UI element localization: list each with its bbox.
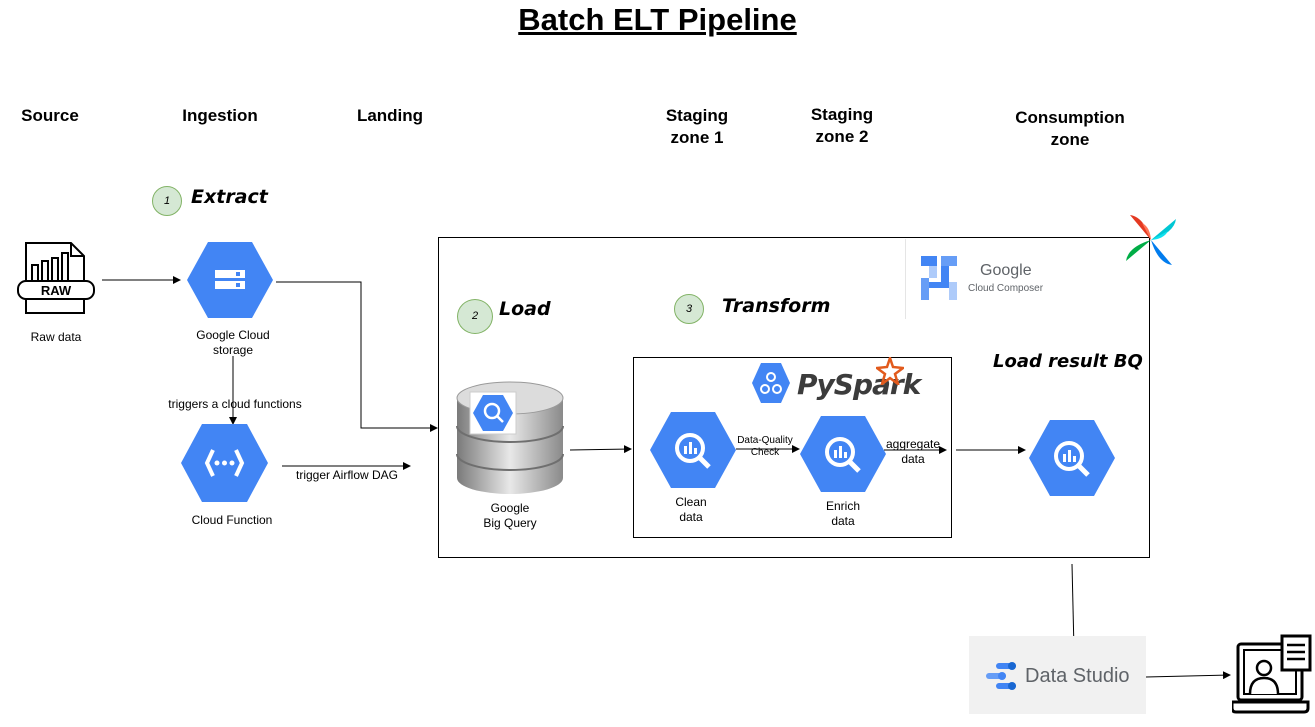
step-1-circle: 1 [152,186,182,216]
step-2-circle: 2 [457,299,493,334]
zone-consumption-line1: Consumption [1015,108,1125,127]
zone-staging-2: Staging zone 2 [797,104,887,148]
enrich-data-label: Enrich data [798,499,888,529]
gcs-label-line1: Google Cloud [196,328,270,342]
page-title: Batch ELT Pipeline [518,2,797,37]
edge-result-to-studio [1069,563,1078,651]
edge-label-dq-line1: Data-Quality [737,435,793,446]
zone-staging-1: Staging zone 1 [652,105,742,149]
edge-gcs-to-bq [276,281,438,432]
clean-data-line2: data [679,510,703,524]
zone-consumption-line2: zone [1050,130,1090,149]
edge-studio-to-user [1145,671,1231,680]
data-studio-label: Data Studio [1025,665,1130,687]
bigquery-label: Google Big Query [455,501,565,531]
step-load-label: Load [499,298,551,320]
bigquery-db-icon [456,381,564,494]
step-transform-label: Transform [722,295,831,317]
edge-bq-to-clean [569,445,632,454]
gcs-label-line2: storage [212,343,254,357]
zone-ingestion: Ingestion [182,106,258,125]
raw-file-icon [17,242,95,314]
zone-staging-1-line2: zone 1 [670,128,724,147]
zone-consumption: Consumption zone [1000,107,1140,151]
zone-staging-2-line1: Staging [810,105,874,124]
enrich-data-line2: data [831,514,855,528]
edge-label-aggregate-line2: data [901,452,925,466]
step-extract-label: Extract [191,186,268,208]
data-studio-icon [986,662,1016,690]
edge-label-triggers: triggers a cloud functions [168,397,302,411]
pyspark-label: PySpark [797,368,921,401]
bigquery-label-line1: Google [490,501,530,515]
zone-source: Source [21,106,79,125]
gcs-icon [187,242,273,318]
edge-label-aggregate-line1: aggregate [885,437,941,451]
raw-data-label: Raw data [30,330,82,344]
dataproc-container [633,357,952,538]
bigquery-clean-icon [650,412,736,488]
spark-star-icon [876,357,904,385]
airflow-icon [1126,215,1176,265]
zone-staging-2-line2: zone 2 [815,127,869,146]
bigquery-result-icon [1029,420,1115,496]
cloud-composer-icon [921,256,957,300]
clean-data-label: Clean data [646,495,736,525]
pyspark-icon [752,363,790,403]
dashboard-user-icon [1232,634,1312,714]
step-3-circle: 3 [674,294,704,324]
gcs-label: Google Cloud storage [178,328,288,358]
composer-divider [905,239,906,319]
step-load-result-label: Load result BQ [993,351,1143,372]
bigquery-label-line2: Big Query [483,516,537,530]
cloud-function-icon [181,424,268,502]
composer-brand: Google [980,262,1032,279]
enrich-data-line1: Enrich [825,499,860,513]
composer-product: Cloud Composer [968,283,1044,294]
edge-label-dq-line2: Check [750,447,780,458]
zone-landing: Landing [356,106,424,125]
cloud-function-label: Cloud Function [191,513,273,527]
zone-staging-1-line1: Staging [665,106,729,125]
edge-label-trigger-dag: trigger Airflow DAG [295,468,399,482]
edge-label-aggregate: aggregate data [878,437,948,467]
raw-icon-text: RAW [40,283,72,298]
composer-container [438,237,1150,558]
bigquery-enrich-icon [800,416,886,492]
edge-label-dq: Data-Quality Check [730,435,800,459]
clean-data-line1: Clean [675,495,707,509]
